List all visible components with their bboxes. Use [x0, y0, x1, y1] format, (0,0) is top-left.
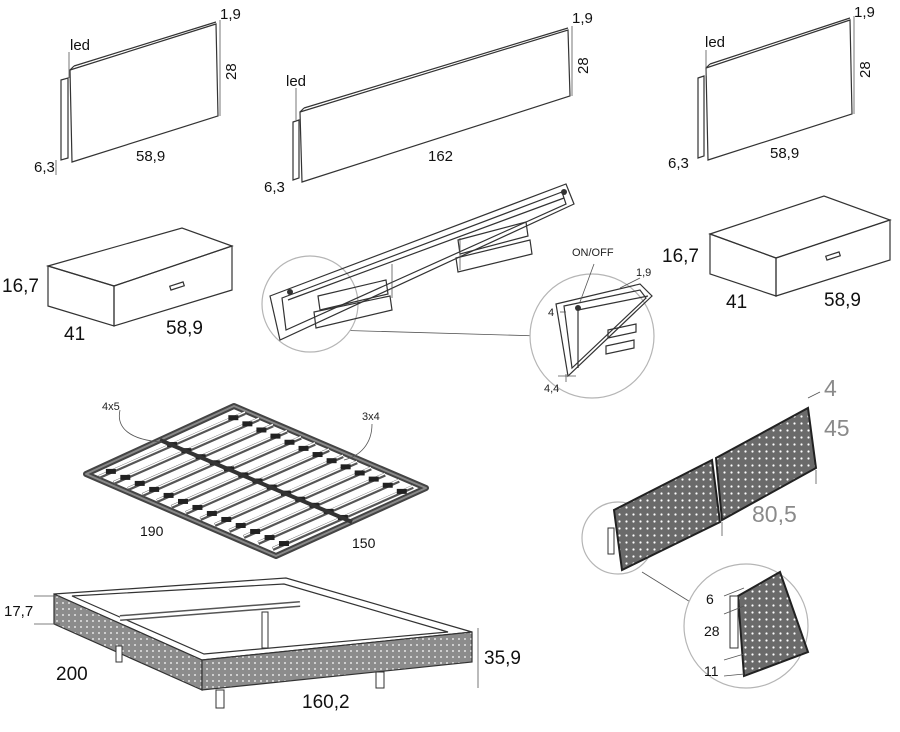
left-drawer-depth-label: 41 [64, 324, 85, 345]
left-headboard-led-label: led [70, 37, 90, 54]
right-drawer: 16,7 41 58,9 [662, 195, 892, 313]
slat-center-rail [159, 438, 353, 524]
center-headboard-led-label: led [286, 73, 306, 90]
slat-holder [354, 470, 365, 476]
bed-frame-width-label: 160,2 [302, 692, 350, 713]
led-detail-bottom-label: 4,4 [544, 383, 559, 395]
slat-holder [256, 427, 267, 433]
left-drawer-width-label: 58,9 [166, 318, 203, 339]
bed-frame-total-height-label: 35,9 [484, 648, 521, 669]
led-switch-label: ON/OFF [572, 247, 614, 259]
slat-holder [235, 522, 246, 528]
panel-detail-middle-label: 28 [704, 623, 720, 639]
left-headboard-width-label: 58,9 [136, 148, 165, 165]
slat-profile-label: 3x4 [362, 411, 380, 423]
slat-length-label: 190 [140, 523, 164, 539]
bed-frame: 17,7 200 160,2 35,9 [4, 577, 521, 713]
right-headboard-width-label: 58,9 [770, 145, 799, 162]
panel-thickness-label: 4 [824, 375, 837, 401]
right-headboard-depth-label: 1,9 [854, 4, 875, 21]
right-headboard: led 1,9 28 58,9 6,3 [668, 4, 875, 172]
right-headboard-bottom-label: 6,3 [668, 155, 689, 172]
panel-detail-top-label: 6 [706, 591, 714, 607]
slat-holder [206, 510, 217, 516]
detail-circle-led [529, 273, 655, 399]
slat-holder [284, 439, 295, 445]
slat-holder [221, 516, 232, 522]
right-headboard-height-label: 28 [857, 61, 874, 78]
slat-holder [278, 541, 289, 547]
slat-holder [134, 480, 145, 486]
led-detail-top-label: 4 [548, 307, 554, 319]
left-headboard-height-label: 28 [223, 63, 240, 80]
left-headboard-depth-label: 1,9 [220, 6, 241, 23]
center-headboard-width-label: 162 [428, 148, 453, 165]
center-headboard-height-label: 28 [575, 57, 592, 74]
panel-left [612, 458, 722, 572]
slat-holder [326, 458, 337, 464]
center-headboard-bottom-label: 6,3 [264, 179, 285, 196]
slat-holder [163, 492, 174, 498]
bed-frame-side-height-label: 17,7 [4, 603, 33, 620]
slat-holder [192, 504, 203, 510]
center-headboard-depth-label: 1,9 [572, 10, 593, 27]
slat-holder [396, 488, 407, 494]
panel-width-label: 80,5 [752, 501, 797, 527]
slat-holder [105, 468, 116, 474]
bed-frame-leg-right [375, 671, 385, 689]
slat-holder [264, 535, 275, 541]
slat-holder [228, 415, 239, 421]
slat-frame-profile-label: 4x5 [102, 401, 120, 413]
slat-holder [120, 474, 131, 480]
center-headboard: led 1,9 28 162 6,3 [264, 10, 593, 196]
led-rear-view [261, 183, 575, 353]
right-drawer-height-label: 16,7 [662, 246, 699, 267]
slat-holder [382, 482, 393, 488]
panel-right [714, 406, 818, 522]
upholstered-panels: 4 45 80,5 [581, 375, 850, 609]
slat-holder [149, 486, 160, 492]
slat-width-label: 150 [352, 535, 376, 551]
slat-holder [242, 421, 253, 427]
slat-holder [270, 433, 281, 439]
bed-frame-leg-front [215, 689, 225, 709]
bed-frame-length-label: 200 [56, 664, 88, 685]
left-headboard-bottom-label: 6,3 [34, 159, 55, 176]
slat-holder [340, 464, 351, 470]
slat-holder [250, 529, 261, 535]
right-drawer-width-label: 58,9 [824, 290, 861, 311]
bed-frame-leg-left [115, 645, 123, 663]
led-switch-right [561, 189, 567, 195]
panel-detail-zoom: 6 28 11 [683, 563, 810, 689]
led-switch-left [287, 289, 293, 295]
led-detail-depth-label: 1,9 [636, 267, 651, 279]
left-drawer-height-label: 16,7 [2, 276, 39, 297]
bed-frame-side-front [201, 631, 473, 691]
slat-holder [298, 445, 309, 451]
led-detail-zoom: ON/OFF 1,9 4 4,4 [529, 247, 655, 399]
panel-detail-bottom-label: 11 [704, 663, 719, 679]
bed-frame-leg-center [261, 611, 269, 649]
left-drawer: 16,7 41 58,9 [2, 227, 234, 345]
right-headboard-led-label: led [705, 34, 725, 51]
slat-holder [368, 476, 379, 482]
panel-height-label: 45 [824, 415, 850, 441]
panel-detail-cushion [736, 570, 810, 678]
left-headboard: led 1,9 28 58,9 6,3 [34, 6, 241, 176]
right-drawer-depth-label: 41 [726, 292, 747, 313]
slat-holder [178, 498, 189, 504]
slat-holder [312, 452, 323, 458]
slat-base: 4x5 3x4 190 150 [83, 401, 429, 559]
